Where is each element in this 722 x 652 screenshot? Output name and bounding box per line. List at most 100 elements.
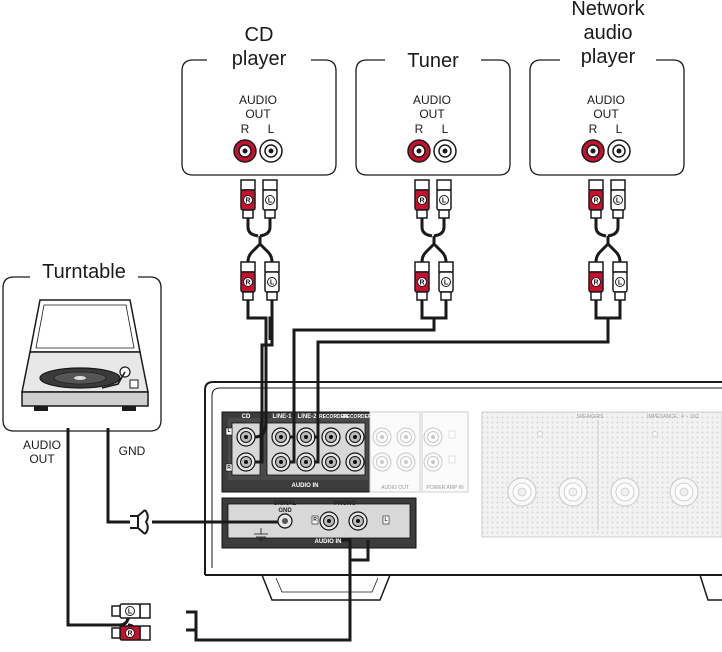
plug-r-letter: R: [127, 631, 132, 638]
turntable-out-label: OUT: [29, 452, 55, 466]
phono-signal-gnd-label: SIGNAL GND: [266, 501, 304, 515]
panel-line2-label: LINE-2: [297, 414, 317, 420]
network-player-title-line: audio: [583, 22, 633, 44]
cd-r-label: R: [240, 122, 250, 136]
network-audio-out-r-jack: [581, 139, 605, 163]
line1-l-input-jack: [271, 427, 291, 447]
cd-audio-label: AUDIO: [238, 93, 277, 107]
plug-r-letter: R: [245, 280, 250, 287]
ground-symbol-icon: [254, 528, 268, 541]
plug-l-letter: L: [128, 609, 133, 616]
cd-r-cable: [255, 318, 274, 464]
phono-r-jack: [319, 511, 339, 531]
cd-cable: [246, 218, 274, 439]
phono-panel: [221, 497, 417, 549]
cd-l-label: L: [267, 122, 275, 136]
plug-r-letter: R: [419, 280, 424, 287]
network-player-title-line: Network: [571, 0, 645, 20]
line2-r-input-jack: [296, 452, 316, 472]
network-player-title-line: player: [580, 46, 636, 68]
recorder2-l-input-jack: [345, 427, 365, 447]
cd-out-label: OUT: [245, 107, 271, 121]
phono-l-jack: [348, 511, 368, 531]
plug-l-letter: L: [444, 280, 449, 287]
phono-l-label: L: [384, 517, 388, 523]
plug-r-letter: R: [593, 280, 598, 287]
tuner-audio-out-r-jack: [407, 139, 431, 163]
network-player-title: Network audio player: [553, 0, 663, 69]
tuner-r-label: R: [414, 122, 424, 136]
panel-r-label: R: [227, 465, 231, 471]
tuner-title-line: Tuner: [407, 50, 459, 72]
cd-player-title-line: player: [231, 48, 287, 70]
network-audio-out-l-jack: [607, 139, 631, 163]
cd-l-input-jack: [236, 427, 256, 447]
turntable-audio-out-label: AUDIO OUT: [15, 438, 69, 466]
panel-speakers-label: SPEAKERS: [576, 414, 604, 420]
panel-power-amp-in-label: POWER AMP IN: [426, 485, 464, 491]
network-l-label: L: [615, 122, 623, 136]
plug-r-letter: R: [245, 198, 250, 205]
phono-r-label: R: [313, 517, 317, 523]
plug-letters: R L R L R L R L R L R L L R: [127, 198, 622, 638]
turntable-box: [2, 276, 162, 432]
cd-player-title: CD player: [207, 23, 311, 71]
tuner-cable: [290, 218, 448, 439]
plug-l-letter: L: [268, 198, 273, 205]
turntable-title: Turntable: [42, 261, 126, 283]
speaker-terminal: [507, 477, 537, 507]
panel-line1-label: LINE-1: [272, 414, 292, 420]
cd-r-input-jack: [236, 452, 256, 472]
turntable-gnd-label: GND: [118, 444, 146, 458]
panel-cd-label: CD: [241, 414, 251, 420]
plug-r-letter: R: [593, 198, 598, 205]
phono-gnd-label: GND: [278, 508, 292, 514]
plug-l-letter: L: [442, 198, 447, 205]
speaker-terminal: [558, 477, 588, 507]
recorder2-r-input-jack: [345, 452, 365, 472]
tuner-box: [355, 59, 511, 176]
tuner-out-label: OUT: [419, 107, 445, 121]
phono-signal-label: SIGNAL: [273, 501, 297, 507]
panel-audio-in-label: AUDIO IN: [291, 483, 319, 489]
plug-r-letter: R: [419, 198, 424, 205]
speaker-terminals-panel: [481, 411, 722, 538]
turntable-gnd-cable: [106, 428, 278, 524]
tuner-audio-out-label: AUDIO OUT: [393, 93, 471, 121]
phono-audio-in-label: AUDIO IN: [314, 539, 342, 545]
network-r-label: R: [588, 122, 598, 136]
panel-recorder2-label: RECORDER: [343, 414, 372, 420]
audio-out-panel: [369, 411, 421, 493]
turntable-icon: [21, 299, 149, 411]
receiver-chassis: [204, 381, 722, 601]
speaker-terminal: [669, 477, 699, 507]
cd-player-title-line: CD: [244, 24, 274, 46]
network-audio-player-box: [529, 59, 685, 176]
recorder-l-input-jack: [321, 427, 341, 447]
network-cable: [314, 218, 622, 439]
tuner-audio-label: AUDIO: [412, 93, 451, 107]
speaker-terminal: [610, 477, 640, 507]
cd-audio-out-l-jack: [259, 139, 283, 163]
tuner-title: Tuner: [385, 49, 481, 73]
phono-label: PHONO: [333, 501, 356, 507]
recorder-r-input-jack: [321, 452, 341, 472]
gnd-spade-icon: [130, 509, 149, 535]
cd-player-box: [181, 59, 337, 176]
panel-impedance-label: IMPEDANCE : 4 ~ 16Ω: [647, 414, 699, 420]
cd-audio-out-label: AUDIO OUT: [219, 93, 297, 121]
panel-audio-out-label: AUDIO OUT: [381, 485, 409, 491]
tuner-audio-out-l-jack: [433, 139, 457, 163]
panel-l-label: L: [227, 428, 231, 434]
line-r-cables: [290, 420, 320, 464]
network-audio-out-label: AUDIO OUT: [567, 93, 645, 121]
plug-l-letter: L: [616, 198, 621, 205]
network-out-label: OUT: [593, 107, 619, 121]
audio-in-panel: [221, 411, 371, 493]
turntable-audio-label: AUDIO: [22, 438, 61, 452]
network-audio-label: AUDIO: [586, 93, 625, 107]
line1-r-input-jack: [271, 452, 291, 472]
line2-l-input-jack: [296, 427, 316, 447]
power-amp-in-panel: [421, 411, 469, 493]
